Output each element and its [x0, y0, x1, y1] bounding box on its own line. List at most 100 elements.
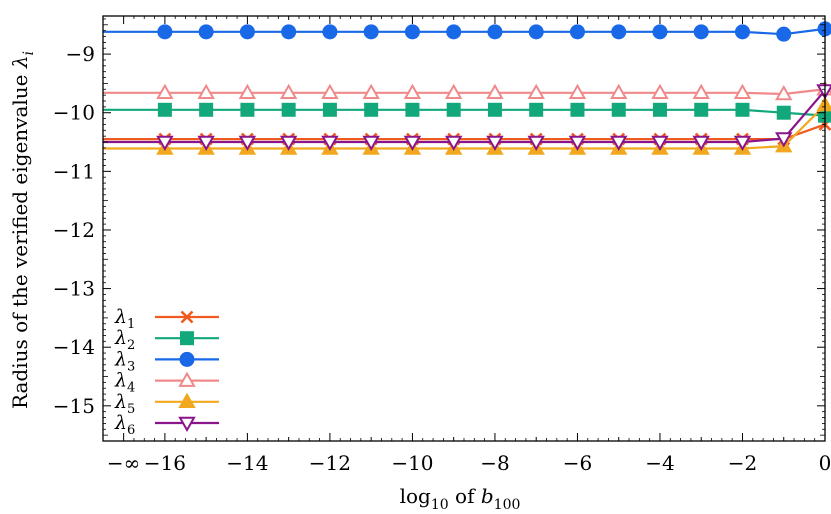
- data-point-lambda-2: [776, 105, 791, 120]
- data-point-lambda-6: [197, 135, 215, 152]
- legend-item-lambda-1: λ1: [114, 306, 219, 332]
- legend-item-lambda-5: λ5: [114, 391, 219, 417]
- series-lambda-4: [103, 80, 831, 101]
- data-point-lambda-6: [238, 135, 257, 152]
- data-point-lambda-6: [609, 135, 628, 152]
- data-point-lambda-6: [156, 135, 174, 152]
- data-point-lambda-2: [240, 102, 255, 117]
- y-tick-label: −9: [66, 42, 95, 66]
- data-point-lambda-3: [239, 24, 255, 40]
- plot-area: [103, 21, 831, 155]
- x-tick-label: −4: [645, 451, 674, 475]
- data-point-lambda-2: [446, 102, 461, 117]
- data-point-lambda-4: [775, 84, 793, 101]
- x-tick-label: −∞: [107, 451, 140, 475]
- data-point-lambda-6: [444, 135, 463, 152]
- x-tick-label: −6: [563, 451, 592, 475]
- data-point-lambda-3: [652, 24, 668, 40]
- data-point-lambda-4: [444, 83, 463, 100]
- y-tick-label: −14: [53, 335, 95, 359]
- x-tick-label: −2: [728, 451, 757, 475]
- series-lambda-6: [103, 84, 831, 152]
- x-tick-label: −14: [226, 451, 268, 475]
- data-point-lambda-3: [404, 24, 420, 40]
- legend-marker: [178, 416, 196, 433]
- data-point-lambda-6: [651, 135, 669, 152]
- legend-label: λ4: [114, 370, 135, 396]
- data-point-lambda-2: [157, 102, 172, 117]
- data-point-lambda-6: [527, 135, 545, 152]
- y-tick-label: −10: [53, 101, 95, 125]
- data-point-lambda-4: [692, 83, 710, 100]
- data-point-lambda-6: [403, 135, 422, 152]
- legend-label: λ2: [114, 327, 135, 353]
- series-line-lambda-4: [103, 88, 826, 96]
- data-point-lambda-4: [527, 83, 545, 100]
- data-point-lambda-3: [528, 24, 544, 40]
- data-point-lambda-4: [568, 83, 587, 100]
- data-point-lambda-6: [486, 135, 504, 152]
- data-point-lambda-4: [238, 83, 257, 100]
- data-point-lambda-6: [692, 135, 710, 152]
- data-point-lambda-2: [364, 102, 379, 117]
- data-point-lambda-6: [321, 135, 339, 152]
- legend-label: λ3: [114, 348, 135, 374]
- legend-marker: [178, 392, 196, 409]
- x-tick-label: −8: [480, 451, 509, 475]
- legend-item-lambda-3: λ3: [114, 348, 219, 374]
- legend-marker: [180, 331, 194, 346]
- legend-item-lambda-4: λ4: [114, 370, 219, 396]
- plot-frame: [102, 15, 826, 442]
- series-line-lambda-1: [103, 123, 826, 141]
- data-point-lambda-6: [568, 135, 587, 152]
- data-point-lambda-3: [198, 24, 214, 40]
- data-point-lambda-4: [486, 83, 504, 100]
- data-point-lambda-2: [199, 102, 214, 117]
- data-point-lambda-3: [611, 24, 627, 40]
- x-tick-label: −10: [391, 451, 433, 475]
- data-point-lambda-3: [693, 24, 709, 40]
- data-point-lambda-2: [487, 102, 502, 117]
- series-line-lambda-5: [103, 104, 826, 150]
- y-axis-title: Radius of the verified eigenvalue λi: [8, 51, 37, 409]
- data-point-lambda-3: [281, 24, 297, 40]
- legend-label: λ5: [114, 391, 135, 417]
- data-point-lambda-4: [733, 83, 752, 100]
- legend-marker: [180, 310, 194, 324]
- data-point-lambda-3: [734, 24, 750, 40]
- data-point-lambda-2: [322, 102, 337, 117]
- data-point-lambda-3: [446, 24, 462, 40]
- data-point-lambda-3: [157, 24, 173, 40]
- y-tick-label: −12: [53, 218, 95, 242]
- data-point-lambda-4: [197, 83, 215, 100]
- data-point-lambda-6: [279, 135, 298, 152]
- legend-item-lambda-2: λ2: [114, 327, 219, 353]
- y-tick-label: −15: [53, 394, 95, 418]
- data-point-lambda-4: [321, 83, 339, 100]
- series-lambda-1: [103, 118, 831, 146]
- legend-label: λ6: [114, 412, 135, 438]
- series-lambda-3: [103, 21, 831, 42]
- data-point-lambda-3: [487, 24, 503, 40]
- series-line-lambda-6: [103, 89, 826, 144]
- data-point-lambda-2: [611, 102, 626, 117]
- data-point-lambda-2: [694, 102, 709, 117]
- data-point-lambda-6: [775, 132, 793, 148]
- data-point-lambda-6: [362, 135, 380, 152]
- legend-label: λ1: [114, 306, 135, 332]
- data-point-lambda-3: [322, 24, 338, 40]
- y-tick-label: −11: [53, 159, 95, 183]
- data-point-lambda-4: [609, 83, 628, 100]
- data-point-lambda-4: [279, 83, 298, 100]
- data-point-lambda-2: [405, 102, 420, 117]
- y-tick-label: −13: [53, 277, 95, 301]
- x-axis-title: log10 of b100: [400, 484, 521, 513]
- legend-marker: [179, 351, 195, 367]
- data-point-lambda-3: [569, 24, 585, 40]
- x-tick-label: −12: [309, 451, 351, 475]
- data-point-lambda-3: [776, 26, 792, 42]
- data-point-lambda-4: [651, 83, 669, 100]
